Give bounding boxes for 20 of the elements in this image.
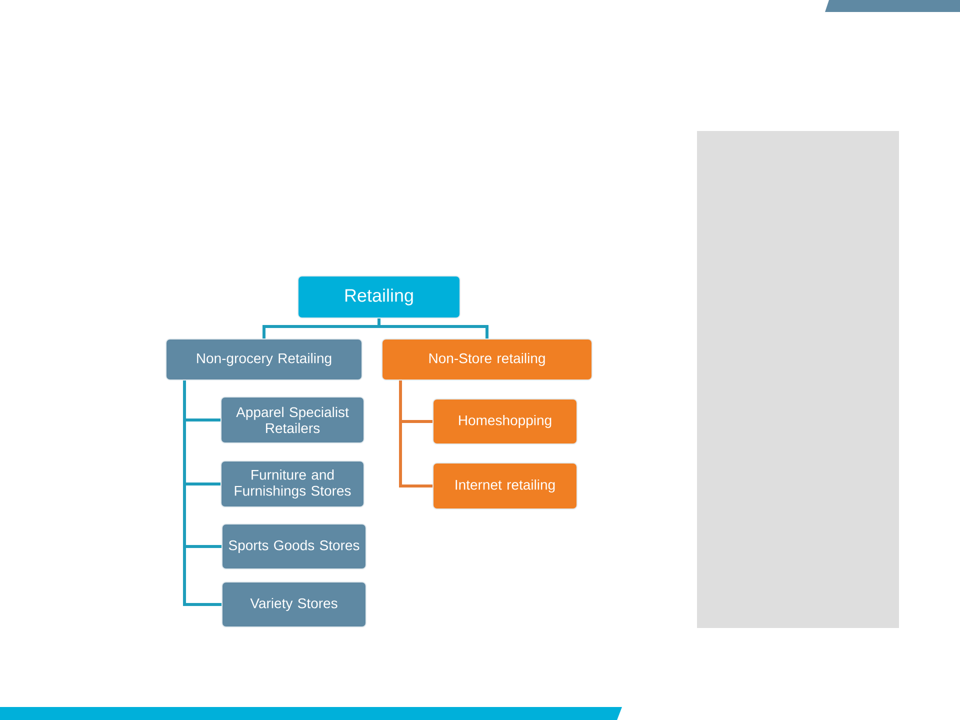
connector xyxy=(262,326,266,338)
connector xyxy=(399,420,432,423)
subcategory-box: Internet retailing xyxy=(432,462,578,510)
category-box: Non-Store retailing xyxy=(382,338,592,380)
connector xyxy=(183,380,186,606)
subcategory-box: Apparel Specialist Retailers xyxy=(220,396,364,444)
subcategory-box: Furniture and Furnishings Stores xyxy=(220,460,364,508)
connector xyxy=(183,545,222,548)
connector xyxy=(183,603,222,606)
connector xyxy=(399,380,402,488)
connector xyxy=(399,484,432,488)
connector xyxy=(261,317,490,328)
connector xyxy=(183,482,220,486)
subcategory-box: Variety Stores xyxy=(222,582,366,628)
root-box: Retailing xyxy=(298,276,460,318)
connector xyxy=(486,326,488,338)
connector xyxy=(183,418,220,422)
subcategory-box: Homeshopping xyxy=(432,398,578,444)
subcategory-box: Sports Goods Stores xyxy=(222,524,366,570)
category-box: Non-grocery Retailing xyxy=(166,338,362,380)
